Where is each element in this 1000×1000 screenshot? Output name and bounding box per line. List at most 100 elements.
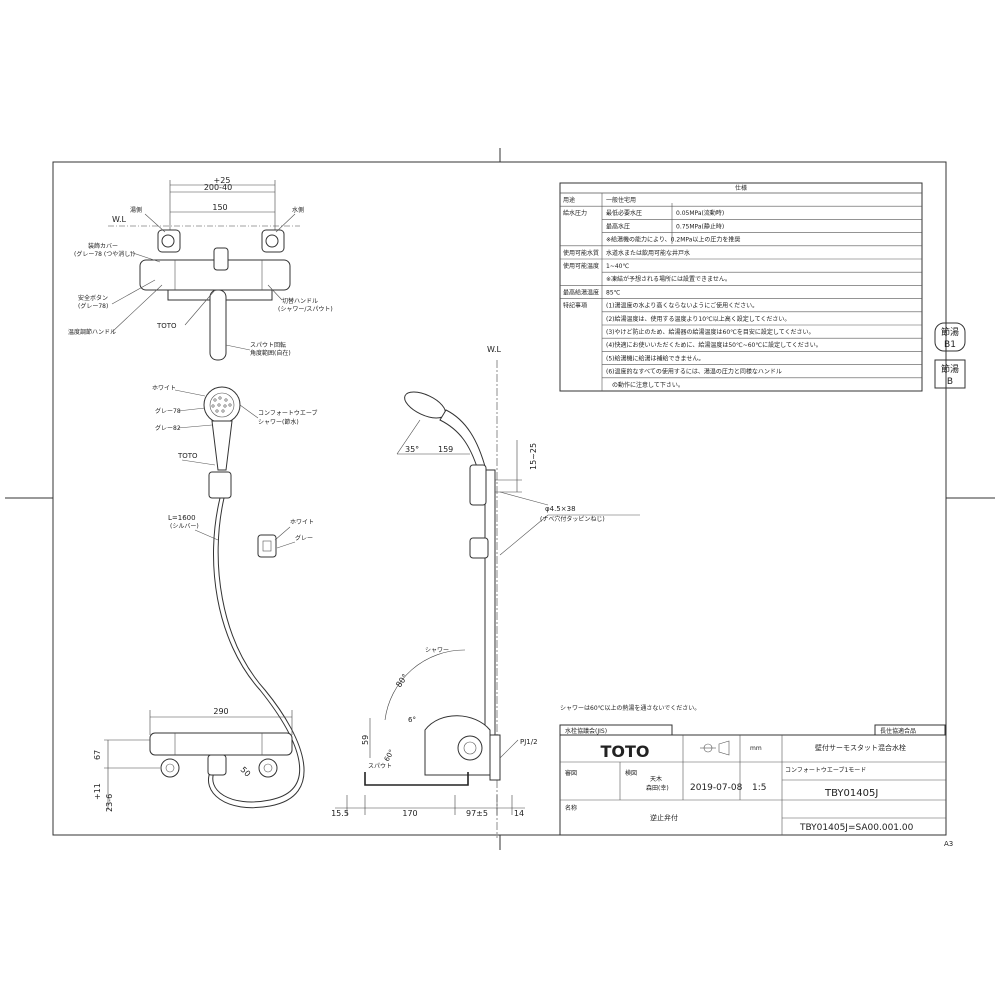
spec-row-sublabel: 最高水圧: [606, 222, 630, 230]
label-screw-note: (ナベ穴付タッピンねじ): [540, 515, 605, 523]
dim-plus25: +25: [214, 176, 231, 185]
label-comfort-wave-1: コンフォートウエーブ: [258, 409, 317, 417]
dim-23-6: 23-6: [105, 794, 114, 812]
label-temp-handle: 温度調節ハンドル: [68, 328, 116, 336]
label-checker: 検図: [625, 769, 637, 777]
label-bracket-gray: グレー: [295, 534, 313, 542]
spec-row-value: 85℃: [606, 289, 621, 296]
drawing-scale: 1:5: [752, 783, 766, 793]
spec-row-value: (1)湯温度の水より高くならないようにご使用ください。: [606, 302, 758, 310]
label-safety-button: 安全ボタン: [78, 294, 108, 302]
dim-plus11: +11: [93, 783, 102, 800]
label-switch-handle: 切替ハンドル: [282, 297, 318, 305]
dim-50: 50: [239, 765, 253, 779]
designer-name: 天木: [650, 775, 662, 783]
spec-row-value: 0.05MPa(流動時): [676, 209, 724, 217]
showerhead-view: ホワイト グレー78 グレー82 コンフォートウエーブ シャワー(節水) TOT…: [152, 385, 317, 809]
label-decor-cover-note: (グレー78 (つや消し)): [74, 250, 135, 258]
dim-67: 67: [93, 750, 102, 760]
label-bracket-white: ホワイト: [290, 519, 314, 526]
spec-table-header: 仕様: [735, 184, 747, 192]
label-gray82: グレー82: [155, 424, 181, 432]
side-view-faucet: W.L 35° 159 15~25 φ4.5×38 (ナベ穴付タッピンねじ) シ…: [331, 345, 640, 838]
spec-row-value: ※凍結が予想される場所には設置できません。: [606, 275, 731, 283]
label-decor-cover: 装飾カバー: [88, 242, 118, 250]
spec-row-value: (4)快適にお使いいただくために、給湯温度は50℃~60℃に設定してください。: [606, 341, 822, 349]
product-subname: コンフォートウエーブ1モード: [785, 766, 866, 774]
dim-170: 170: [402, 809, 417, 818]
model-number: TBY01405J: [824, 788, 878, 799]
spec-row-value: (5)給湯機に給湯は補給できません。: [606, 354, 704, 362]
dim-15-5: 15.5: [331, 809, 349, 818]
spec-row-label: 使用可能水質: [563, 249, 599, 257]
spec-row-label: 特記事項: [563, 302, 587, 310]
note-shower-temp: シャワーは60℃以上の熱湯を通さないでください。: [560, 704, 700, 712]
label-comfort-wave-2: シャワー(節水): [258, 418, 299, 426]
spec-row-value: (6)温度的なすべての使用するには、湯温の圧力と同様なハンドル: [606, 368, 782, 376]
label-drawer: 審図: [565, 769, 577, 777]
spec-row-value: 0.75MPa(静止時): [676, 222, 724, 230]
badge-b1-top: 節湯: [941, 326, 959, 338]
dim-15-25: 15~25: [529, 443, 538, 470]
title-block: 水栓協議会(JIS) 長住協適合品 TOTO mm 壁付サーモスタット混合水栓 …: [559, 724, 947, 836]
spec-row-label: 最高給湯温度: [563, 288, 599, 296]
drawing-number: TBY01405J=SA00.001.00: [799, 823, 914, 833]
label-name: 名称: [565, 804, 577, 812]
angle-60: 60°: [383, 748, 396, 763]
label-hot-water: 湯側: [130, 206, 142, 214]
label-hose-note: (シルバー): [170, 523, 199, 530]
wl-label-top: W.L: [112, 215, 127, 224]
dim-150: 150: [212, 203, 227, 212]
projection-symbol: [700, 740, 730, 756]
badge-b-bottom: B: [947, 377, 953, 387]
label-safety-button-note: (グレー78): [78, 302, 108, 310]
drawing-date: 2019-07-08: [690, 783, 743, 793]
spec-row-value: ※給湯機の能力により、0.2MPa以上の圧力を推奨: [606, 236, 740, 244]
badge-b: 節湯 B: [934, 359, 966, 389]
spec-row-value: (2)給湯温度は、使用する温度より10℃以上高く設定してください。: [606, 315, 790, 323]
dim-200-40: 200-40: [204, 183, 232, 192]
bottom-view-faucet: 290 67 +11 23-6 50: [93, 707, 293, 812]
spec-row-value: 水道水または飲用可能な井戸水: [606, 249, 690, 257]
label-gray78: グレー78: [155, 407, 181, 415]
top-view-faucet: +25 200-40 150 W.L 湯側 水側 装飾カバー (グレー78 (つ…: [68, 176, 333, 361]
angle-80: 80°: [394, 672, 410, 689]
label-spout-note-1: スパウト回転: [250, 341, 286, 349]
label-spout-side: スパウト: [368, 762, 392, 770]
label-hose-length: L=1600: [168, 514, 196, 522]
badge-b1: 節湯 B1: [934, 322, 966, 352]
dim-159: 159: [438, 445, 453, 454]
angle-6: 6°: [408, 716, 416, 724]
spec-row-value: 1~40℃: [606, 263, 629, 270]
dim-14: 14: [514, 809, 524, 818]
sheet-size: A3: [944, 840, 953, 848]
label-pj: PJ1/2: [520, 738, 538, 746]
label-screw: φ4.5×38: [545, 505, 576, 513]
label-shower-side: シャワー: [425, 647, 449, 654]
dim-59: 59: [361, 735, 370, 745]
dim-35-deg: 35°: [405, 445, 419, 454]
label-unit: mm: [750, 745, 762, 752]
spec-row-label: 用途: [563, 196, 575, 204]
label-toto-top: TOTO: [156, 322, 177, 330]
designer-name-2: 森田(幸): [646, 784, 669, 792]
spec-row-sublabel: 最低必要水圧: [606, 209, 642, 217]
label-switch-handle-note: (シャワー/スパウト): [278, 305, 333, 313]
spec-row-label: 使用可能温度: [563, 262, 599, 270]
spec-row-value: 一般住宅用: [606, 196, 636, 204]
brand-logo: TOTO: [600, 742, 649, 761]
label-spout-note-2: 角度範囲(自在): [250, 349, 291, 357]
item-name: 逆止弁付: [650, 813, 678, 822]
spec-row-value: の動作に注意して下さい。: [606, 381, 684, 389]
badge-b1-bottom: B1: [944, 340, 956, 350]
dim-97: 97±5: [466, 809, 488, 818]
spec-row-label: 給水圧力: [563, 209, 587, 217]
label-registered: 長住協適合品: [880, 727, 916, 735]
label-toto-shower: TOTO: [177, 452, 198, 460]
dim-290: 290: [213, 707, 228, 716]
label-white: ホワイト: [152, 385, 176, 392]
label-jis: 水栓協議会(JIS): [565, 727, 607, 735]
